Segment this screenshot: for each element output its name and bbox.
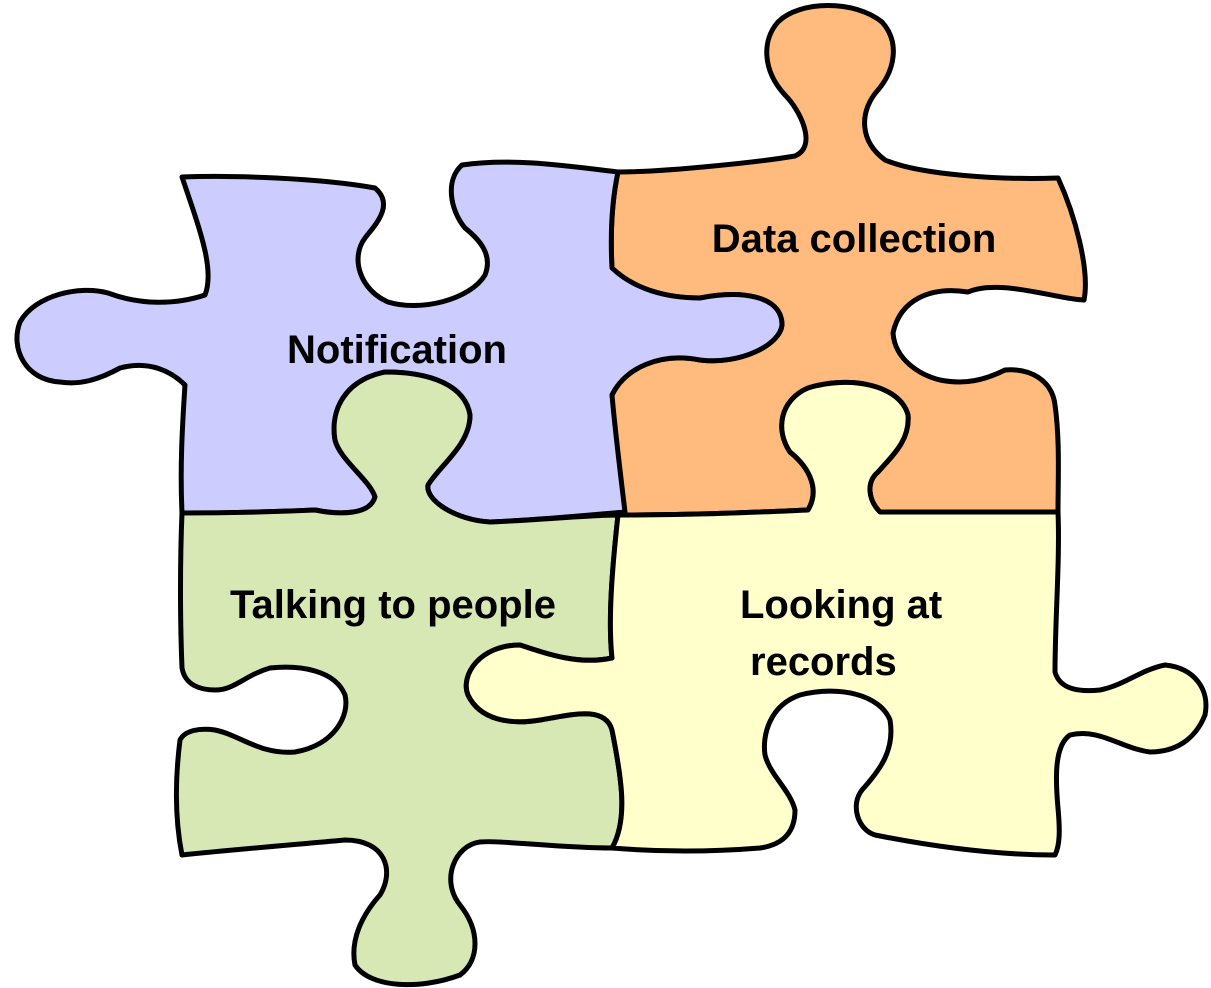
piece-looking-at-records-shape <box>463 380 1209 858</box>
piece-label-looking-at-records-line-2: records <box>750 640 897 684</box>
piece-label-data-collection-line-1: Data collection <box>712 217 997 261</box>
piece-label-looking-at-records: Looking at records <box>740 583 953 684</box>
piece-looking-at-records: Looking at records <box>463 380 1209 858</box>
piece-data-collection: Data collection <box>608 3 1088 518</box>
piece-notification: Notification <box>14 159 785 525</box>
piece-talking-to-people: Talking to people <box>173 369 625 988</box>
piece-label-looking-at-records-line-1: Looking at <box>740 583 942 627</box>
piece-label-talking-to-people-line-1: Talking to people <box>230 583 556 627</box>
piece-label-talking-to-people: Talking to people <box>230 583 556 627</box>
piece-label-notification-line-1: Notification <box>287 328 507 372</box>
piece-talking-to-people-shape <box>173 369 625 988</box>
piece-label-data-collection: Data collection <box>712 217 997 261</box>
piece-label-notification: Notification <box>287 328 507 372</box>
